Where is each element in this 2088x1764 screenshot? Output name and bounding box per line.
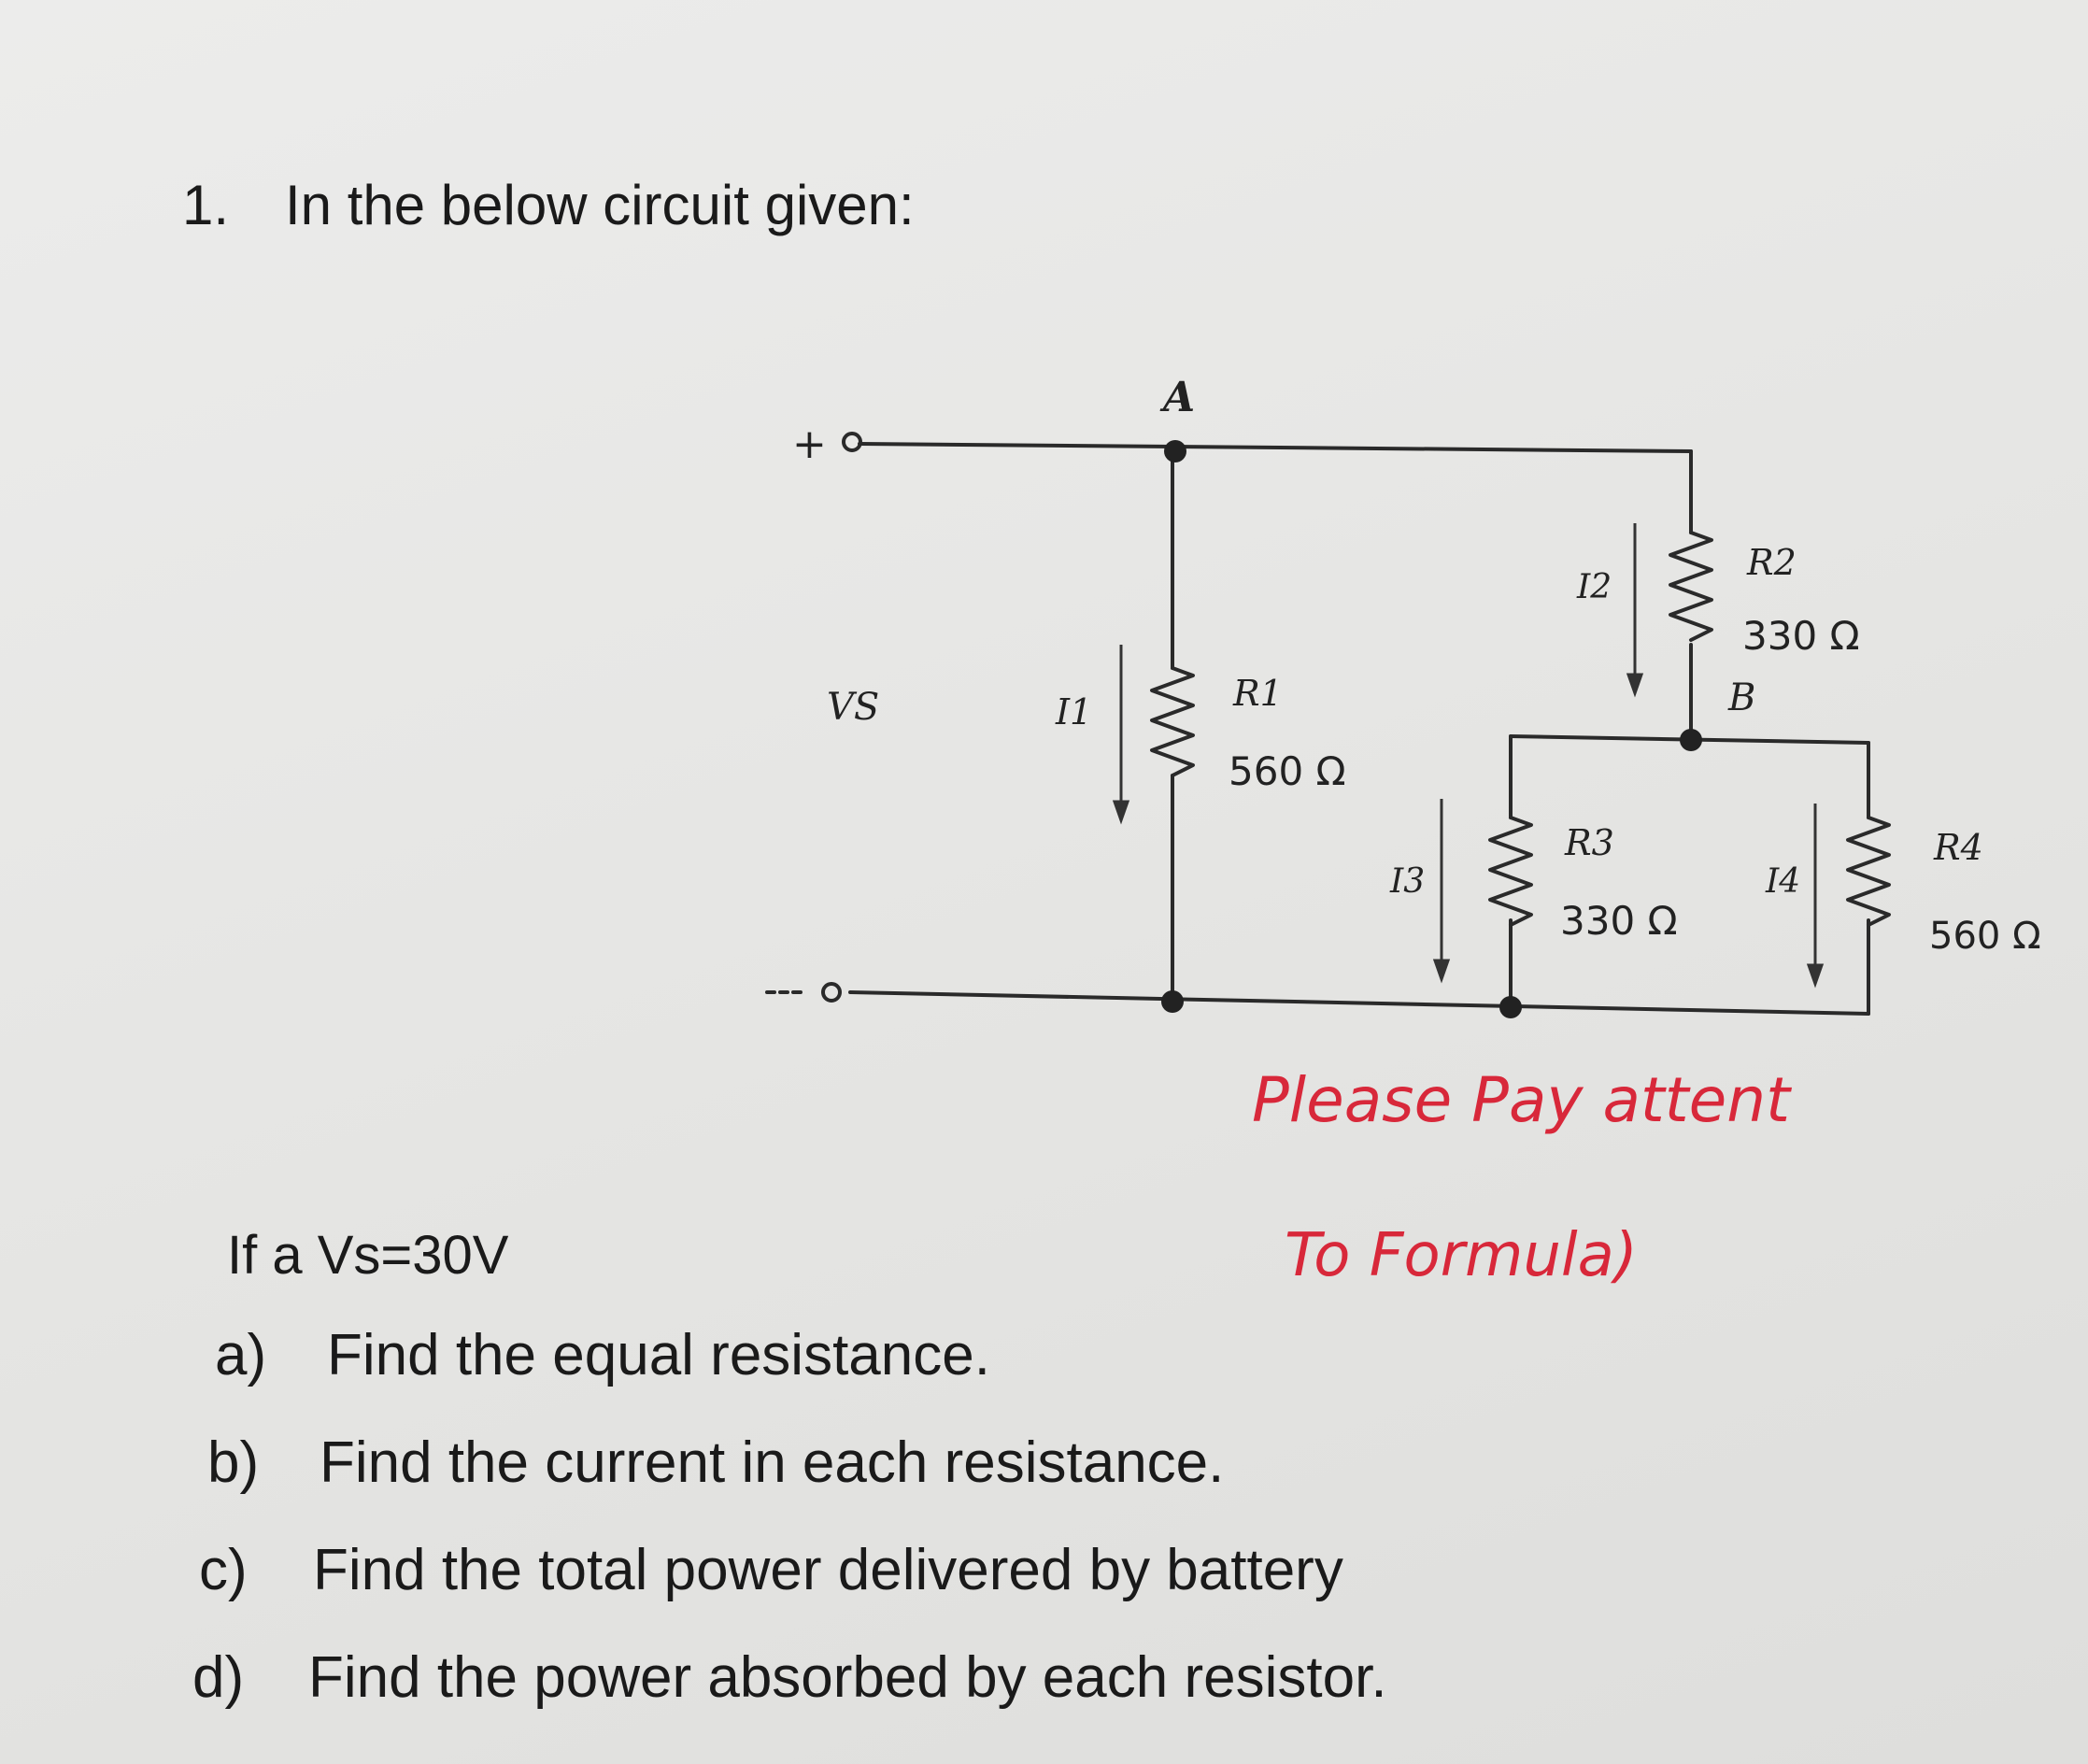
part-d: d) Find the power absorbed by each resist… xyxy=(192,1644,1387,1711)
i2-label: I2 xyxy=(1576,568,1612,606)
i4-label: I4 xyxy=(1765,862,1800,901)
node-b-dot xyxy=(1680,729,1702,751)
node-a-dot xyxy=(1164,440,1186,462)
part-d-text: Find the power absorbed by each resistor… xyxy=(308,1645,1387,1710)
top-wire xyxy=(858,442,1693,453)
part-b-label: b) xyxy=(207,1430,260,1495)
part-c: c) Find the total power delivered by batt… xyxy=(199,1537,1343,1603)
r3-resistor xyxy=(1488,816,1533,927)
question-text: In the below circuit given: xyxy=(285,174,915,236)
i1-label: I1 xyxy=(1055,691,1092,733)
r1-value: 560 Ω xyxy=(1229,748,1346,794)
part-c-text: Find the total power delivered by batter… xyxy=(313,1538,1343,1602)
given-voltage: If a Vs=30V xyxy=(227,1225,509,1286)
bottom-wire xyxy=(848,990,1870,1016)
i4-arrowhead xyxy=(1806,963,1825,989)
r4-name: R4 xyxy=(1933,827,1983,868)
r2-resistor xyxy=(1669,531,1713,642)
bottom-left-dot xyxy=(1161,990,1184,1013)
part-b: b) Find the current in each resistance. xyxy=(207,1430,1224,1496)
node-a-label: A xyxy=(1159,374,1195,421)
part-a-text: Find the equal resistance. xyxy=(327,1323,990,1387)
i2-arrowhead xyxy=(1626,673,1644,698)
r3-value: 330 Ω xyxy=(1560,898,1678,944)
node-b-label: B xyxy=(1727,676,1755,719)
r1-resistor xyxy=(1150,666,1195,777)
minus-terminal xyxy=(821,982,842,1003)
r2-name: R2 xyxy=(1746,542,1797,583)
r4-resistor xyxy=(1846,816,1891,927)
i3-arrowhead xyxy=(1432,959,1451,984)
part-a-label: a) xyxy=(215,1323,267,1387)
part-c-label: c) xyxy=(199,1538,248,1602)
part-a: a) Find the equal resistance. xyxy=(215,1322,990,1388)
r4-value: 560 Ω xyxy=(1929,915,2041,958)
vs-label: VS xyxy=(827,686,879,729)
r2-value: 330 Ω xyxy=(1742,613,1860,659)
bottom-mid-dot xyxy=(1499,996,1522,1018)
part-d-label: d) xyxy=(192,1645,245,1710)
part-b-text: Find the current in each resistance. xyxy=(320,1430,1225,1495)
r1-name: R1 xyxy=(1232,673,1283,714)
annotation-line-2: To Formula) xyxy=(1285,1221,1638,1290)
question-number: 1. xyxy=(182,174,230,236)
plus-terminal xyxy=(842,432,862,452)
r3-name: R3 xyxy=(1564,822,1614,863)
i1-arrowhead xyxy=(1112,800,1130,825)
annotation-line-1: Please Pay attent xyxy=(1252,1064,1792,1136)
plus-sign: + xyxy=(792,420,827,468)
i3-label: I3 xyxy=(1389,862,1425,901)
